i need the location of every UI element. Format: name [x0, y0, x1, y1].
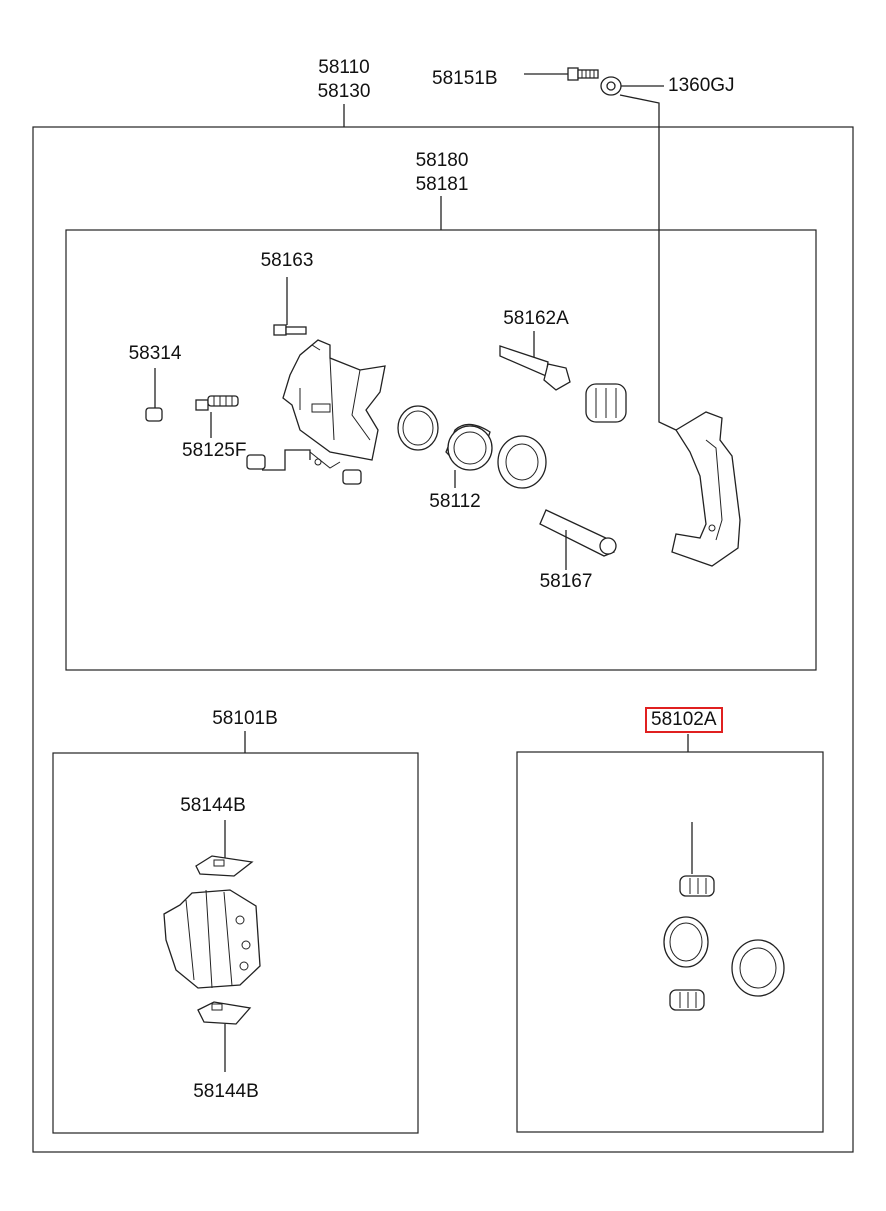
- label-pad-clip-top[interactable]: 58144B: [180, 795, 246, 816]
- caliper-bracket-icon: [671, 411, 741, 567]
- piston-seal-icon: [397, 405, 439, 451]
- label-assembly-1[interactable]: 58110: [318, 57, 370, 78]
- label-piston[interactable]: 58112: [429, 491, 481, 512]
- piston-boot-icon: [497, 435, 547, 489]
- top-bolt-icon: [524, 67, 599, 81]
- piston-icon: [445, 423, 493, 488]
- label-seal-kit[interactable]: 58102A: [645, 707, 723, 733]
- pad-clip-top-icon: [195, 820, 254, 877]
- label-dust-cap[interactable]: 58314: [128, 343, 182, 364]
- assembly-frame: [32, 126, 854, 1153]
- pad-kit-frame: [52, 752, 419, 1134]
- guide-pin-lower-icon: [539, 509, 617, 570]
- label-caliper-bolt[interactable]: 58163: [260, 250, 314, 271]
- label-caliper-kit-1[interactable]: 58180: [415, 150, 469, 171]
- brake-pads-icon: [163, 889, 261, 989]
- bushing-icon: [246, 449, 362, 485]
- caliper-body-icon: [282, 339, 386, 469]
- guide-pin-upper-icon: [499, 331, 627, 423]
- pad-clip-bottom-icon: [197, 1001, 252, 1072]
- dust-cap-icon: [145, 368, 163, 422]
- label-bleeder[interactable]: 58125F: [182, 440, 247, 461]
- label-pad-kit[interactable]: 58101B: [212, 708, 278, 729]
- label-assembly-2[interactable]: 58130: [317, 81, 371, 102]
- caliper-bolt-icon: [273, 277, 307, 336]
- label-caliper-kit-2[interactable]: 58181: [415, 174, 469, 195]
- label-washer[interactable]: 1360GJ: [668, 75, 735, 96]
- label-top-bolt[interactable]: 58151B: [432, 68, 498, 89]
- label-guide-pin-upper[interactable]: 58162A: [503, 308, 569, 329]
- seal-kit-parts-icon: [663, 822, 785, 1011]
- seal-kit-frame: [516, 751, 824, 1133]
- label-guide-pin-lower[interactable]: 58167: [539, 571, 593, 592]
- bleeder-screw-icon: [195, 395, 239, 438]
- label-pad-clip-bottom[interactable]: 58144B: [193, 1081, 259, 1102]
- washer-icon: [600, 76, 677, 431]
